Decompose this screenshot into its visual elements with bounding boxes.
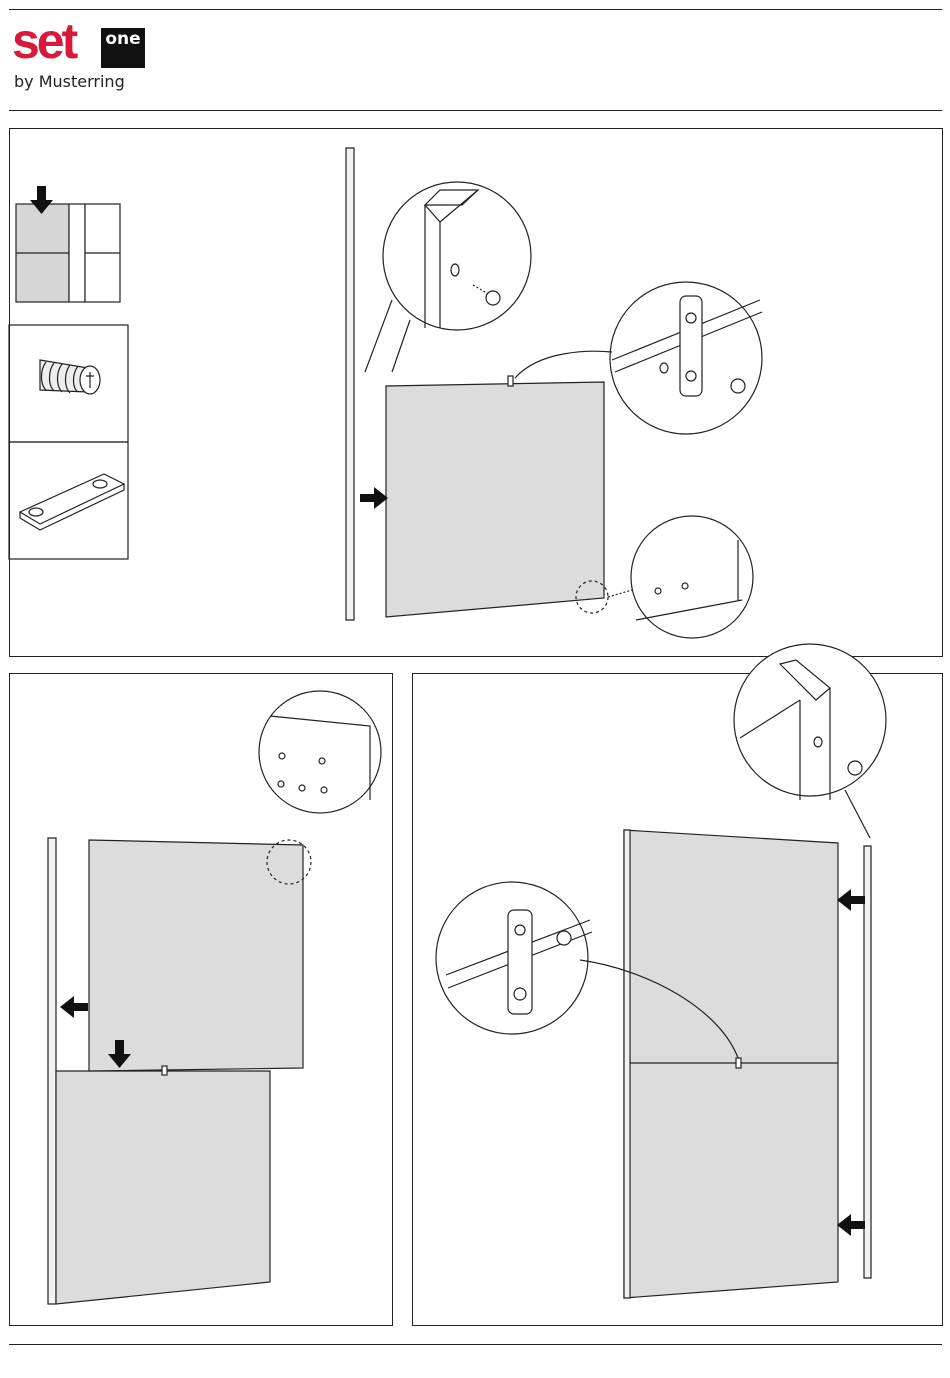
- footer-rule: [9, 1344, 942, 1345]
- arrow-down-icon: [108, 1040, 131, 1068]
- screw-icon: [39, 359, 101, 395]
- step-right-assembly: [435, 643, 887, 1299]
- panel-board-top: [360, 375, 605, 618]
- arrow-left-icon: [837, 889, 865, 911]
- detail-circle-post-screw: [364, 181, 532, 373]
- logo-tagline: by Musterring: [14, 72, 125, 91]
- step-panel-bottom-right: [412, 673, 943, 1326]
- connector-plate-icon: [18, 473, 126, 531]
- brand-logo: set one by Musterring: [12, 13, 152, 96]
- step-panel-bottom-left: [9, 673, 393, 1326]
- parts-list: [8, 324, 129, 560]
- logo-badge: one: [101, 28, 145, 68]
- detail-circle-plate-screw: [514, 281, 763, 435]
- detail-circle-holes: [575, 515, 754, 639]
- arrow-down-icon: [30, 186, 53, 214]
- header-rule: [9, 110, 942, 111]
- arrow-left-icon: [837, 1214, 865, 1236]
- arrow-left-icon: [60, 996, 88, 1018]
- position-diagram: [15, 186, 121, 303]
- logo-brand: set: [12, 13, 78, 69]
- step-left-assembly: [47, 690, 382, 1305]
- top-rule: [9, 9, 942, 10]
- side-post-top: [345, 147, 355, 621]
- arrow-right-icon: [360, 487, 388, 509]
